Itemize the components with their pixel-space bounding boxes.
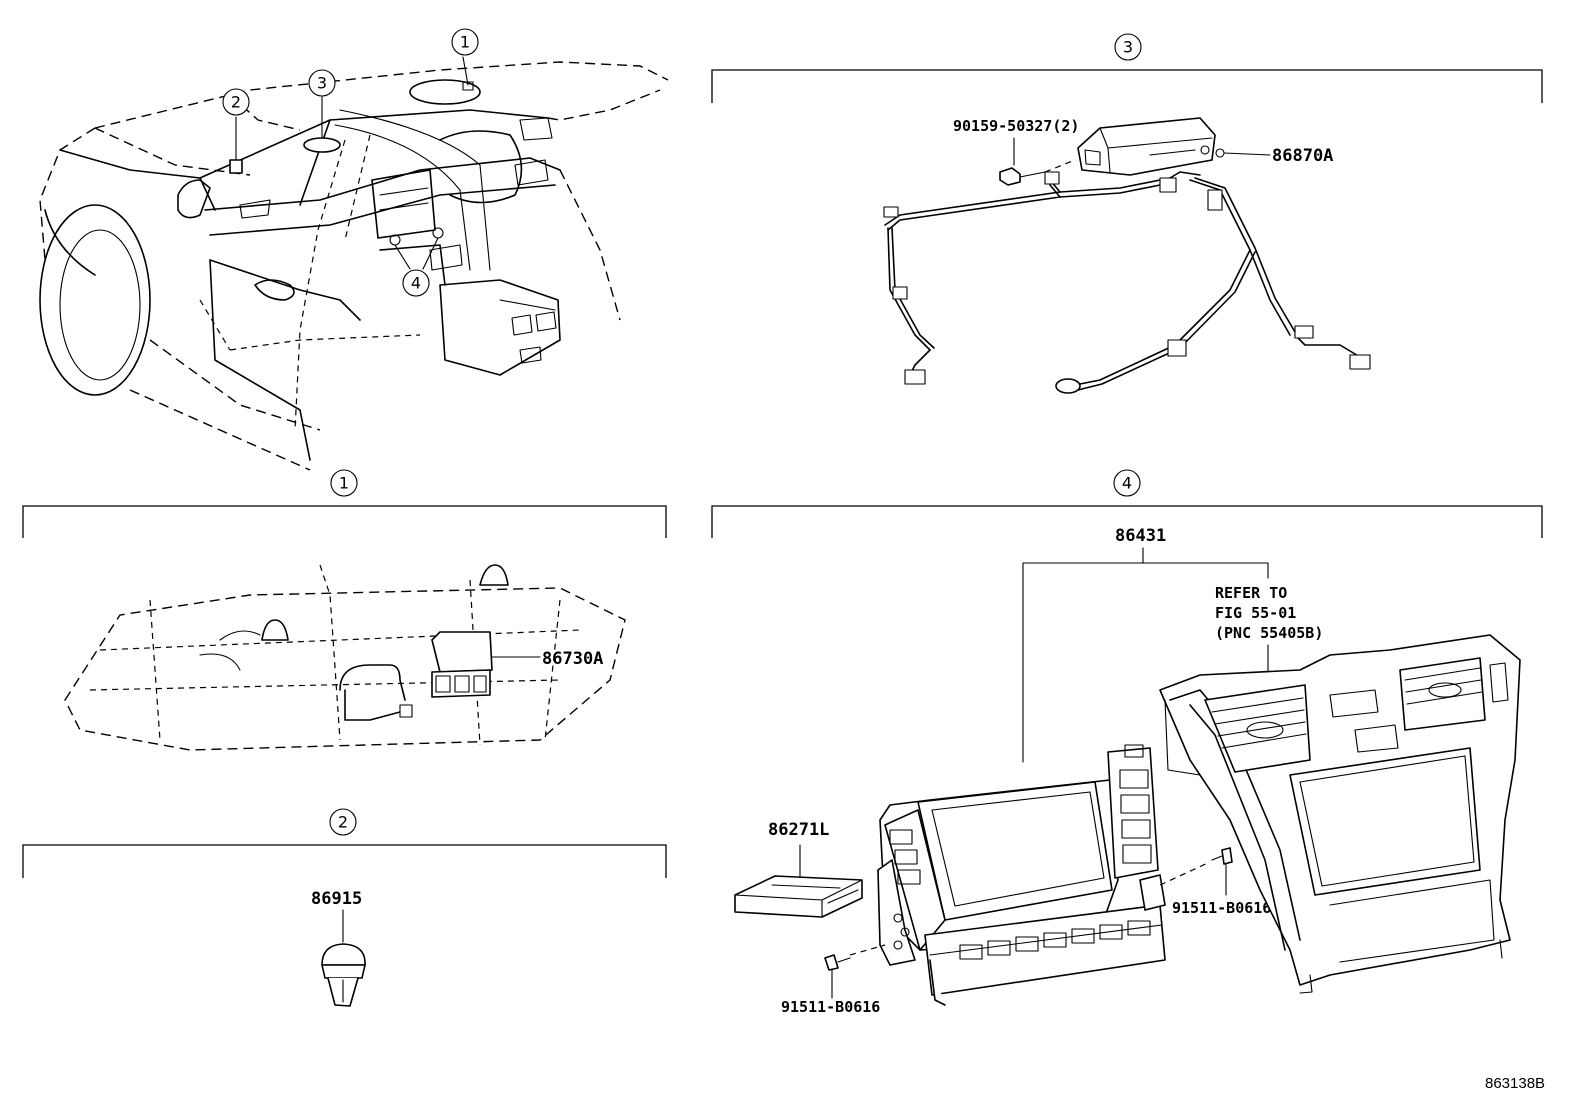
section-2-bracket [22, 844, 667, 878]
bolt-90159-icon [999, 137, 1076, 186]
section-3-bracket [711, 69, 1543, 103]
callout-2-overview: 2 [222, 88, 250, 116]
svg-text:4: 4 [1122, 474, 1132, 493]
refer-line-2: FIG 55-01 [1215, 604, 1296, 622]
part-number-91511-b0616-right: 91511-B0616 [1172, 899, 1271, 917]
callout-2-header: 2 [329, 808, 357, 836]
part-number-86431: 86431 [1115, 526, 1166, 546]
callout-3-overview: 3 [308, 69, 336, 97]
roof-console-icon [64, 564, 626, 751]
instrument-panel-center-icon [1159, 634, 1521, 994]
callout-4-header: 4 [1113, 469, 1141, 497]
section-4-bracket [711, 505, 1543, 538]
figure-code: 863138B [1485, 1075, 1545, 1092]
section-1: 1 86730A [22, 469, 667, 751]
section-1-bracket [22, 505, 667, 538]
car-interior-overview [39, 61, 669, 471]
callout-1-header: 1 [330, 469, 358, 497]
section-2: 2 86915 [22, 808, 667, 1007]
svg-text:4: 4 [411, 274, 421, 293]
clip-86915-icon [321, 943, 366, 1007]
svg-text:3: 3 [1123, 38, 1133, 57]
part-number-86730a: 86730A [542, 649, 603, 669]
callout-1-overview: 1 [451, 28, 479, 56]
part-number-86271l: 86271L [768, 820, 829, 840]
section-3: 3 [711, 33, 1543, 394]
screw-right-icon [1211, 847, 1233, 896]
svg-text:3: 3 [317, 74, 327, 93]
wire-harness-icon [883, 171, 1371, 394]
svg-text:2: 2 [231, 93, 241, 112]
callout-4-overview: 4 [402, 269, 430, 297]
callout-3-header: 3 [1114, 33, 1142, 61]
display-panel-86431-icon [877, 744, 1166, 1006]
part-number-90159-50327: 90159-50327(2) [953, 117, 1079, 135]
control-unit-86271l-icon [734, 875, 863, 918]
svg-text:1: 1 [339, 474, 349, 493]
screw-left-icon [824, 954, 851, 999]
part-number-86870a: 86870A [1272, 146, 1333, 166]
svg-text:1: 1 [460, 33, 470, 52]
part-number-91511-b0616-left: 91511-B0616 [781, 998, 880, 1016]
module-86870a-icon [1077, 117, 1271, 176]
refer-line-1: REFER TO [1215, 584, 1287, 602]
section-4: 4 86431 REFER TO FIG 55-01 (PNC 55405B) [711, 469, 1543, 1016]
svg-text:2: 2 [338, 813, 348, 832]
refer-line-3: (PNC 55405B) [1215, 624, 1323, 642]
overview-leaders [235, 56, 469, 270]
part-number-86915: 86915 [311, 889, 362, 909]
